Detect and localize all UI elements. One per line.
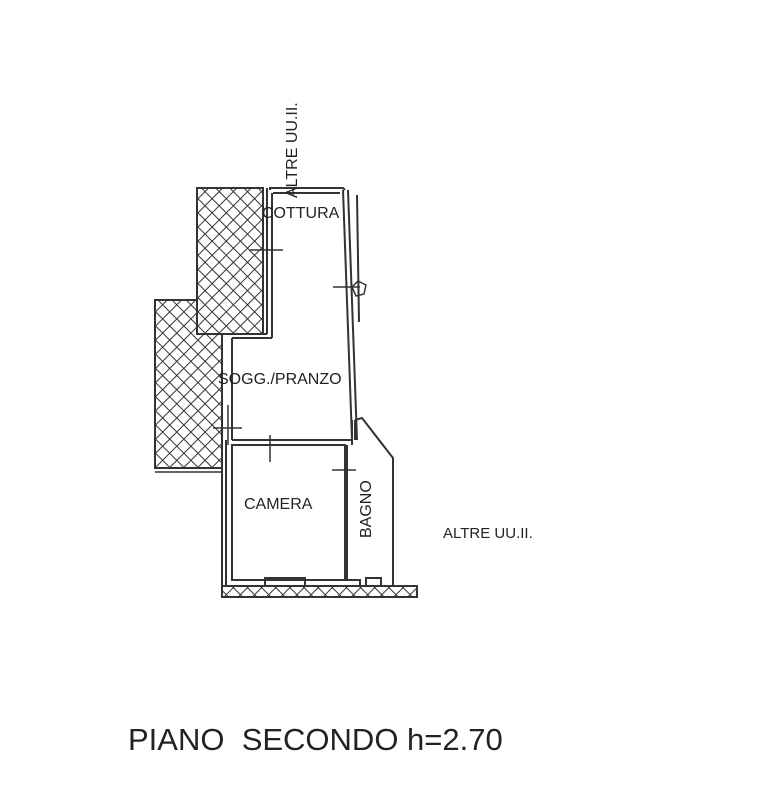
neighbors-right-label: ALTRE UU.II. [443, 525, 533, 542]
plan-title: PIANO SECONDO h=2.70 [128, 722, 503, 757]
room-label-living: SOGG./PRANZO [218, 371, 342, 388]
neighbors-top-label: ALTRE UU.II. [284, 102, 301, 198]
room-label-bedroom: CAMERA [244, 496, 313, 513]
balcony-hatched-bottom [221, 585, 418, 598]
walls [221, 187, 394, 590]
room-label-kitchen: COTTURA [262, 205, 340, 222]
room-label-bathroom: BAGNO [358, 480, 375, 538]
doors [213, 235, 367, 471]
terrace-hatched-upper [196, 187, 264, 335]
